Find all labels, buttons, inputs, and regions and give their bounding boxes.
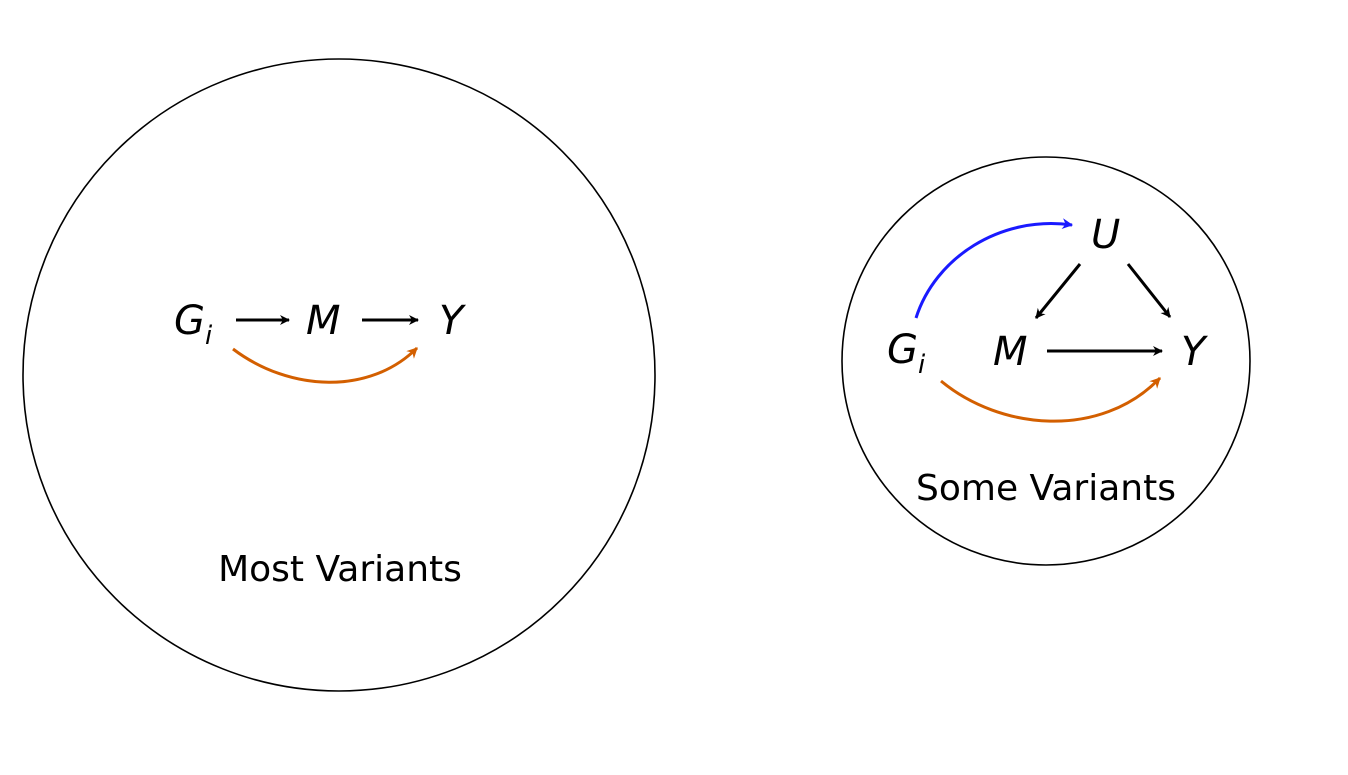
right-edge-u-to-y — [1126, 263, 1172, 318]
right-panel-circle — [841, 156, 1251, 566]
right-edge-g-to-y-direct — [940, 376, 1162, 423]
right-edge-u-to-m — [1034, 263, 1082, 319]
left-node-m: M — [306, 298, 341, 344]
right-panel: U Gi M Y Some Variants — [841, 156, 1251, 566]
left-edge-g-to-y-direct — [232, 346, 419, 384]
left-panel-circle — [22, 58, 656, 692]
right-node-m: M — [993, 329, 1028, 375]
right-node-u: U — [1091, 212, 1120, 258]
right-edge-g-to-u — [914, 218, 1074, 319]
left-node-y: Y — [439, 298, 467, 344]
left-panel-caption: Most Variants — [218, 549, 462, 590]
right-node-g: Gi — [887, 327, 926, 380]
right-node-y: Y — [1181, 329, 1209, 375]
right-panel-caption: Some Variants — [916, 468, 1176, 509]
left-node-g: Gi — [174, 298, 213, 351]
left-panel: Gi M Y Most Variants — [22, 58, 656, 692]
